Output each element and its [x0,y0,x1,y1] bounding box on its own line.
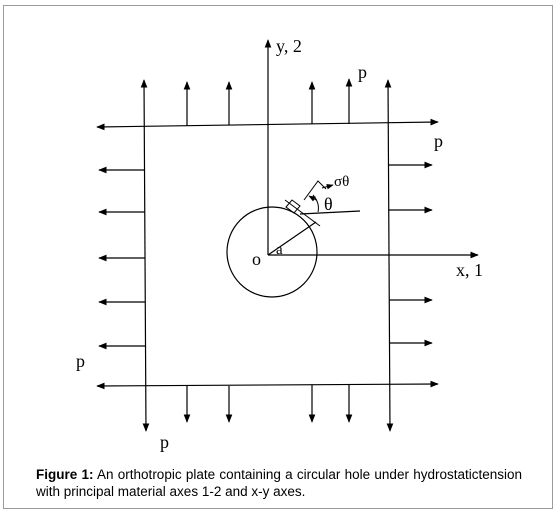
load-label-top-right: p [358,62,367,82]
left-load-arrows [98,166,145,350]
x-axis-label: x, 1 [456,260,483,280]
y-axis-label: y, 2 [276,36,302,56]
caption-label: Figure 1: [36,467,94,482]
figure-caption: Figure 1: An orthotropic plate containin… [36,466,522,500]
stress-element [285,199,301,214]
bottom-load-arrows [183,385,353,423]
origin-label: o [252,249,261,269]
figure-frame [3,5,553,509]
right-load-arrows [389,161,433,347]
circular-hole [226,206,318,298]
stress-leader [303,180,327,201]
tangent-line [284,199,321,227]
caption-text: An orthotropic plate containing a circul… [36,467,523,499]
load-label-bottom: p [160,432,169,452]
load-label-right: p [434,131,443,151]
angle-arrow [308,195,317,202]
angle-reference-line [299,210,361,215]
load-label-left: p [76,351,85,371]
stress-arrow [321,183,334,190]
stress-label: σθ [334,174,349,190]
angle-label: θ [324,194,333,214]
top-load-arrows [183,78,353,126]
radius-label: a [276,242,283,258]
angle-arc [312,194,319,213]
radial-line [267,221,317,256]
